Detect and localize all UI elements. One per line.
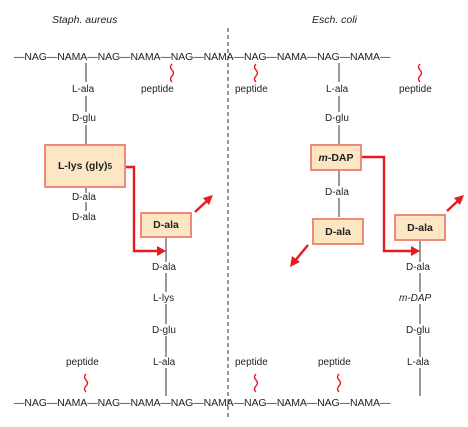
box-d-ala: D-ala [312,218,364,245]
label-d-glu: D-glu [325,113,349,124]
wavy-peptide-link [253,373,259,393]
label-d-ala: D-ala [72,192,96,203]
label-peptide: peptide [399,84,432,95]
wavy-peptide-link [336,373,342,393]
wavy-peptide-link [83,373,89,393]
title-staph-aureus: Staph. aureus [52,14,118,26]
wavy-peptide-link [417,63,423,83]
label-d-ala: D-ala [152,262,176,273]
box-m-dap-prefix: m [318,151,328,164]
label-peptide: peptide [235,84,268,95]
label-l-ala: L-ala [326,84,349,95]
release-arrowhead [203,195,213,205]
release-arrowhead [290,256,300,267]
crosslink-arrowhead [157,246,166,256]
box-d-ala: D-ala [140,212,192,238]
label-d-ala: D-ala [406,262,430,273]
crosslink-arrow [125,165,161,253]
label-l-lys: L-lys [153,293,175,304]
box-d-ala-text: D-ala [407,221,433,234]
release-arrow [293,244,309,263]
label-peptide: peptide [141,84,174,95]
label-d-ala: D-ala [72,212,96,223]
label-d-glu: D-glu [406,325,430,336]
label-l-ala: L-ala [407,357,430,368]
label-peptide: peptide [235,357,268,368]
release-arrowhead [454,195,464,205]
label-peptide: peptide [318,357,351,368]
box-l-lys-gly: L-lys (gly)5 [44,144,126,188]
label-d-glu: D-glu [152,325,176,336]
box-d-ala-text: D-ala [325,225,351,238]
label-d-ala: D-ala [325,187,349,198]
box-d-ala: D-ala [394,214,446,241]
box-l-lys-gly-text: L-lys (gly) [57,160,108,172]
crosslink-arrowhead [411,246,420,256]
label-peptide: peptide [66,357,99,368]
label-l-ala: L-ala [153,357,176,368]
box-m-dap-suffix: -DAP [327,151,354,164]
glycan-chain-bottom: —NAG—NAMA—NAG—NAMA—NAG—NAMA—NAG—NAMA—NAG… [14,397,391,409]
box-l-lys-gly-subscript: 5 [107,161,113,171]
crosslink-arrow [361,155,415,253]
label-d-glu: D-glu [72,113,96,124]
label-l-ala: L-ala [72,84,95,95]
box-d-ala-text: D-ala [153,219,179,231]
glycan-chain-top: —NAG—NAMA—NAG—NAMA—NAG—NAMA—NAG—NAMA—NAG… [14,51,391,63]
wavy-peptide-link [253,63,259,83]
label-m-dap: m-DAP [399,293,432,304]
title-esch-coli: Esch. coli [312,14,357,26]
box-m-dap: m-DAP [310,144,362,171]
wavy-peptide-link [169,63,175,83]
